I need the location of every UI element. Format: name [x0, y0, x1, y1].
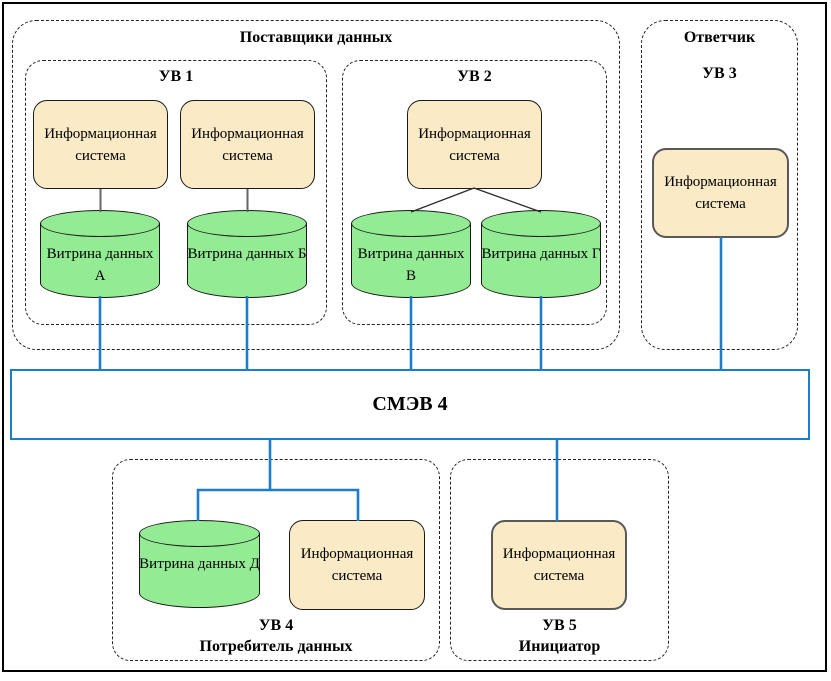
smev4-bus-label: СМЭВ 4 [372, 393, 448, 415]
uv4-group-title: УВ 4 [258, 617, 294, 634]
diagram-frame [2, 2, 827, 672]
datamart-label: Витрина данных В [357, 246, 465, 284]
cylinder-top-ellipse [40, 210, 160, 237]
datamart-cylinder: Витрина данных В [351, 210, 471, 298]
uv5-group-subtitle: Инициатор [518, 638, 601, 655]
cylinder-top-ellipse [187, 210, 307, 237]
information-system-box: Информационная система [180, 100, 315, 189]
cylinder-top-ellipse [139, 520, 260, 547]
responder-group: Ответчик УВ 3 [641, 20, 798, 350]
uv1-group-title: УВ 1 [158, 68, 194, 85]
uv5-initiator-group: УВ 5 Инициатор [450, 459, 669, 661]
cylinder-top-ellipse [351, 210, 471, 237]
datamart-label: Витрина данных Б [187, 246, 307, 262]
information-system-box: Информационная система [289, 520, 425, 610]
information-system-box: Информационная система [652, 148, 789, 238]
information-system-box: Информационная система [407, 100, 542, 189]
datamart-label: Витрина данных Г [481, 246, 601, 262]
datamart-cylinder: Витрина данных Б [187, 210, 307, 298]
uv5-group-title: УВ 5 [542, 617, 577, 634]
suppliers-group-title: Поставщики данных [239, 29, 393, 46]
smev4-bus: СМЭВ 4 [10, 369, 810, 440]
uv3-group-title: УВ 3 [702, 65, 737, 82]
uv1-group: УВ 1 [25, 60, 327, 325]
information-system-box: Информационная система [33, 100, 168, 189]
responder-group-title: Ответчик [683, 29, 756, 46]
datamart-cylinder: Витрина данных Д [139, 520, 260, 608]
uv2-group-title: УВ 2 [457, 68, 492, 85]
uv2-group: УВ 2 [342, 60, 607, 325]
uv4-group-subtitle: Потребитель данных [199, 638, 353, 655]
cylinder-top-ellipse [481, 210, 601, 237]
information-system-box: Информационная система [491, 520, 627, 610]
datamart-label: Витрина данных А [46, 246, 154, 284]
datamart-label: Витрина данных Д [139, 556, 260, 572]
datamart-cylinder: Витрина данных Г [481, 210, 601, 298]
suppliers-group: Поставщики данных [12, 20, 620, 350]
datamart-cylinder: Витрина данных А [40, 210, 160, 298]
